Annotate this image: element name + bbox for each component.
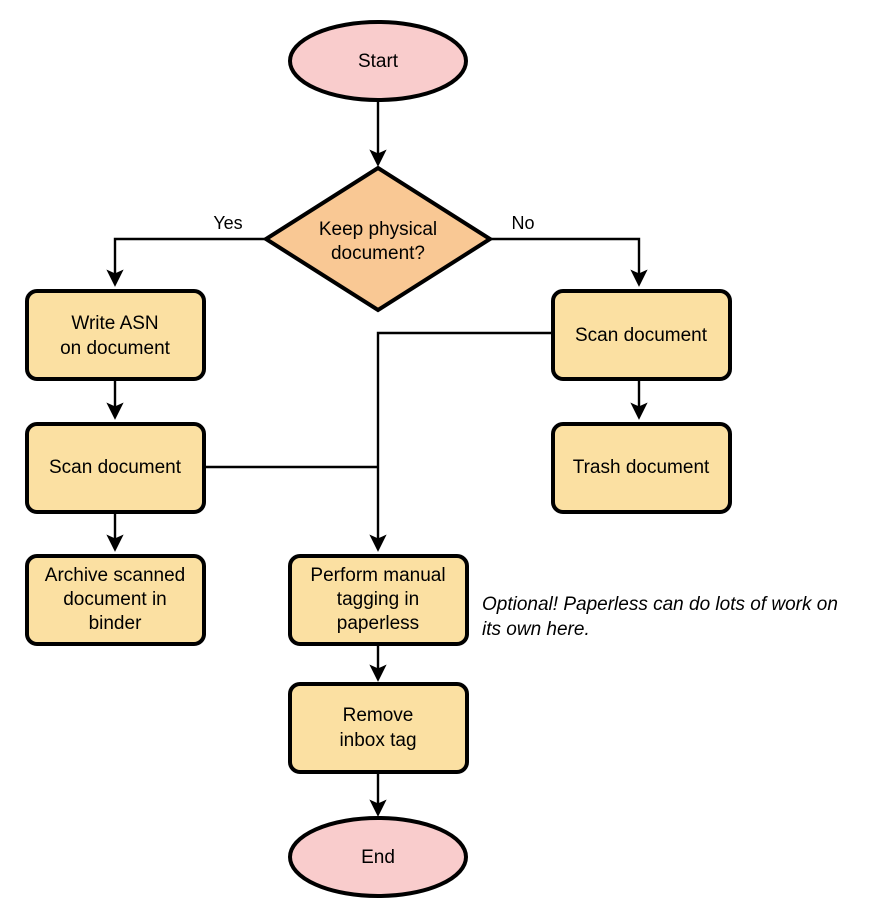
node-archive-scanned-document[interactable]: Archive scanned document in binder — [25, 554, 206, 646]
archive-label-line-3: binder — [89, 613, 142, 634]
decision-label-line-2: document? — [331, 243, 425, 264]
node-end[interactable]: End — [288, 816, 468, 898]
trash-document-label: Trash document — [573, 457, 710, 478]
manual-tagging-label-line-2: tagging in — [337, 589, 419, 610]
edge-decision-yes-to-write-asn — [106, 237, 265, 287]
write-asn-label-line-2: on document — [60, 338, 171, 359]
end-label: End — [361, 847, 395, 868]
annotation-optional-note: Optional! Paperless can do lots of work … — [482, 594, 838, 640]
scan-document-right-box — [551, 289, 732, 381]
write-asn-box — [25, 289, 206, 381]
optional-note-line-1: Optional! Paperless can do lots of work … — [482, 594, 838, 615]
connector-layer — [106, 99, 648, 817]
remove-inbox-tag-box — [288, 682, 469, 774]
node-write-asn[interactable]: Write ASN on document — [25, 289, 206, 381]
trash-document-box — [551, 422, 732, 514]
end-ellipse — [288, 816, 468, 898]
node-decision-keep-physical-document[interactable]: Keep physical document? — [262, 165, 494, 313]
write-asn-label-line-1: Write ASN — [71, 313, 158, 334]
scan-document-right-label: Scan document — [575, 325, 708, 346]
start-label: Start — [358, 51, 399, 72]
scan-document-left-label: Scan document — [49, 457, 182, 478]
archive-box — [25, 554, 206, 646]
edge-label-yes: Yes — [213, 213, 242, 233]
decision-diamond — [262, 165, 494, 313]
remove-inbox-tag-label-line-2: inbox tag — [339, 730, 416, 751]
remove-inbox-tag-label-line-1: Remove — [343, 705, 414, 726]
node-start[interactable]: Start — [288, 20, 468, 102]
archive-label-line-1: Archive scanned — [45, 565, 185, 586]
manual-tagging-label-line-3: paperless — [337, 613, 419, 634]
edge-decision-no-to-scan-right — [491, 237, 648, 287]
node-manual-tagging[interactable]: Perform manual tagging in paperless — [288, 554, 469, 646]
start-ellipse — [288, 20, 468, 102]
manual-tagging-box — [288, 554, 469, 646]
node-scan-document-left[interactable]: Scan document — [25, 422, 206, 514]
archive-label-line-2: document in — [63, 589, 167, 610]
node-scan-document-right[interactable]: Scan document — [551, 289, 732, 381]
scan-document-left-box — [25, 422, 206, 514]
optional-note-line-2: its own here. — [482, 619, 590, 640]
edge-scan-right-to-manual-tagging — [369, 331, 553, 552]
decision-label-line-1: Keep physical — [319, 219, 437, 240]
manual-tagging-label-line-1: Perform manual — [310, 565, 445, 586]
node-trash-document[interactable]: Trash document — [551, 422, 732, 514]
node-remove-inbox-tag[interactable]: Remove inbox tag — [288, 682, 469, 774]
edge-label-no: No — [511, 213, 534, 233]
